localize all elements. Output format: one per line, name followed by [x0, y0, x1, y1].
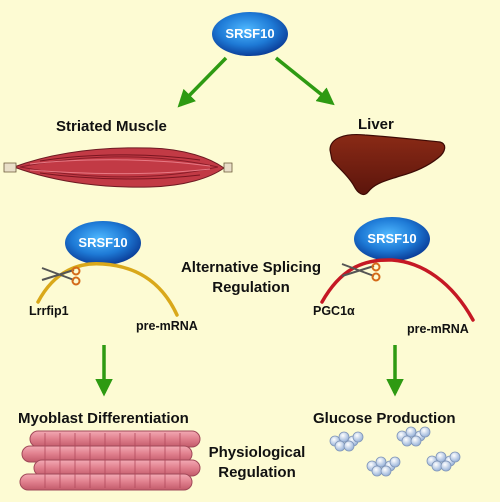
- myofiber-bundle-icon: [19, 430, 201, 491]
- alternative-splicing-label: Alternative Splicing Regulation: [162, 258, 340, 298]
- striated-muscle-icon: [3, 147, 233, 188]
- top-protein-label: SRSF10: [225, 26, 275, 41]
- glucose-molecules-icon: [329, 426, 461, 477]
- liver-label: Liver: [358, 116, 394, 133]
- physiological-regulation-label: Physiological Regulation: [195, 443, 319, 483]
- physiological-line1: Physiological: [208, 444, 306, 461]
- lrrfip1-pre-mrna-strand: [36, 261, 179, 317]
- alternative-splicing-line2: Regulation: [212, 279, 290, 296]
- top-srsf10-protein: [212, 12, 288, 56]
- liver-icon: [329, 133, 446, 196]
- lrrfip1-label: Lrrfip1: [29, 304, 69, 318]
- right-pre-mrna-label: pre-mRNA: [407, 322, 469, 336]
- myoblast-differentiation-label: Myoblast Differentiation: [18, 410, 189, 427]
- striated-muscle-label: Striated Muscle: [56, 118, 167, 135]
- right-srsf10-protein: [354, 217, 430, 261]
- right-scissors-icon: [341, 262, 381, 282]
- left-pre-mrna-label: pre-mRNA: [136, 319, 198, 333]
- glucose-production-label: Glucose Production: [313, 410, 456, 427]
- arrow-to-liver: [274, 56, 335, 106]
- left-protein-label: SRSF10: [78, 235, 128, 250]
- pgc1a-pre-mrna-strand: [320, 258, 475, 322]
- alternative-splicing-line1: Alternative Splicing: [180, 259, 322, 276]
- left-srsf10-protein: [65, 221, 141, 265]
- pgc1a-label: PGC1α: [313, 304, 355, 318]
- physiological-line2: Regulation: [218, 464, 296, 481]
- left-scissors-icon: [41, 266, 81, 286]
- right-protein-label: SRSF10: [367, 231, 417, 246]
- arrow-to-muscle: [177, 56, 228, 108]
